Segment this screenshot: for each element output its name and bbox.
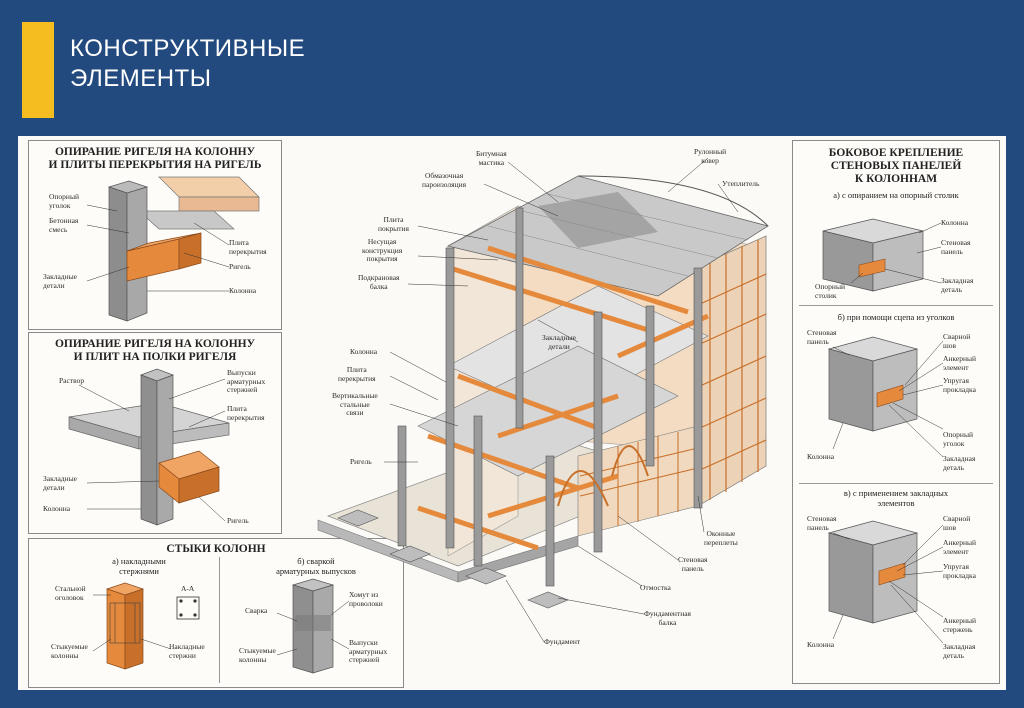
panel-crossbar-shelf-support: ОПИРАНИЕ РИГЕЛЯ НА КОЛОННУ И ПЛИТ НА ПОЛ… (28, 332, 282, 534)
panel-3-divider (219, 557, 220, 683)
panel-4-divider-1 (799, 305, 993, 306)
label-rebar-outlets: Выпуски арматурных стержней (227, 368, 266, 394)
panel-3-subtitle-a: а) накладными стержнями (112, 556, 166, 576)
label-concrete-mix: Бетонная смесь (49, 216, 79, 234)
label-crossbar: Ригель (229, 262, 251, 271)
label-column-2: Колонна (43, 504, 71, 513)
label-floor-slab-2: Плита перекрытия (227, 404, 265, 422)
panel-crossbar-support: ОПИРАНИЕ РИГЕЛЯ НА КОЛОННУ И ПЛИТЫ ПЕРЕК… (28, 140, 282, 330)
panel-2-title-line-1: ОПИРАНИЕ РИГЕЛЯ НА КОЛОННУ (54, 338, 256, 350)
label-crane-beam: Подкрановая балка (358, 273, 400, 291)
label-c-elastic-gasket: Упругая прокладка (943, 562, 976, 580)
label-support-angle: Опорный уголок (49, 192, 79, 210)
title-line-1: КОНСТРУКТИВНЫЕ (70, 35, 306, 62)
label-wire-clamp: Хомут из проволоки (349, 590, 383, 608)
label-embedded-parts: Закладные детали (43, 272, 77, 290)
label-b-anchor-element: Анкерный элемент (943, 354, 977, 372)
panel-1-illustration (86, 176, 260, 322)
label-blind-area: Отмостка (640, 583, 671, 592)
label-coating-vapor: Обмазочная пароизоляция (422, 171, 467, 189)
title-line-2: ЭЛЕМЕНТЫ (70, 65, 212, 92)
label-joined-columns-b: Стыкуемые колонны (239, 646, 276, 664)
label-roof-structure: Несущая конструкция покрытия (362, 237, 403, 263)
panel-2-title: ОПИРАНИЕ РИГЕЛЯ НА КОЛОННУ И ПЛИТ НА ПОЛ… (29, 338, 281, 364)
label-c-embedded-part: Закладная деталь (943, 642, 976, 660)
label-c-anchor-element: Анкерный элемент (943, 538, 977, 556)
label-mortar: Раствор (59, 376, 85, 385)
label-steel-bracing: Вертикальные стальные связи (332, 391, 378, 417)
panel-4-subtitle-b: б) при помощи сцепа из уголков (837, 312, 955, 322)
main-building-illustration (317, 157, 769, 643)
label-c-wall-panel: Стеновая панель (807, 514, 837, 532)
panel-4-subtitle-c: в) с применением закладных элементов (843, 488, 949, 508)
label-c-anchor-rod: Анкерный стержень (943, 616, 977, 634)
label-column: Колонна (229, 286, 257, 295)
label-main-column: Колонна (350, 347, 378, 356)
panel-2-title-line-2: И ПЛИТ НА ПОЛКИ РИГЕЛЯ (73, 351, 237, 363)
label-b-wall-panel: Стеновая панель (807, 328, 837, 346)
label-joined-columns-a: Стыкуемые колонны (51, 642, 88, 660)
label-a-column: Колонна (941, 218, 969, 227)
label-floor-slab: Плита перекрытия (229, 238, 267, 256)
panel-column-joints: СТЫКИ КОЛОНН а) накладными стержнями б) … (28, 538, 404, 688)
label-rolled-carpet: Рулонный ковер (694, 147, 727, 165)
label-main-wall-panel: Стеновая панель (678, 555, 708, 573)
label-main-crossbar: Ригель (350, 457, 372, 466)
label-steel-cap: Стальной оголовок (55, 584, 86, 602)
label-b-elastic-gasket: Упругая прокладка (943, 376, 976, 394)
label-a-wall-panel: Стеновая панель (941, 238, 971, 256)
poster-image: ОПИРАНИЕ РИГЕЛЯ НА КОЛОННУ И ПЛИТЫ ПЕРЕК… (18, 136, 1006, 690)
label-bitumen-mastic: Битумная мастика (476, 149, 507, 167)
panel-4-title-line-2: СТЕНОВЫХ ПАНЕЛЕЙ (830, 160, 962, 172)
label-main-embedded-parts: Закладные детали (542, 333, 576, 351)
panel-3-illustration (92, 578, 350, 674)
panel-1-title-line-2: И ПЛИТЫ ПЕРЕКРЫТИЯ НА РИГЕЛЬ (48, 159, 262, 171)
panel-1-title: ОПИРАНИЕ РИГЕЛЯ НА КОЛОННУ И ПЛИТЫ ПЕРЕК… (29, 146, 281, 172)
label-main-floor-slab: Плита перекрытия (338, 365, 376, 383)
label-insulation: Утеплитель (722, 179, 760, 188)
panel-1-title-line-1: ОПИРАНИЕ РИГЕЛЯ НА КОЛОННУ (54, 146, 256, 158)
label-rebar-outlets-b: Выпуски арматурных стержней (349, 638, 388, 664)
panel-4-illustration (822, 218, 944, 644)
panel-wall-panel-fixing: БОКОВОЕ КРЕПЛЕНИЕ СТЕНОВЫХ ПАНЕЛЕЙ К КОЛ… (792, 140, 1000, 684)
panel-4-title-line-1: БОКОВОЕ КРЕПЛЕНИЕ (828, 147, 964, 159)
label-b-weld-seam: Сварной шов (943, 332, 971, 350)
label-c-column: Колонна (807, 640, 835, 649)
label-welding: Сварка (245, 606, 268, 615)
panel-4-title-line-3: К КОЛОННАМ (854, 173, 938, 185)
label-foundation-beam: Фундаментная балка (644, 609, 691, 627)
label-a-support-table: Опорный столик (815, 282, 845, 300)
panel-4-title: БОКОВОЕ КРЕПЛЕНИЕ СТЕНОВЫХ ПАНЕЛЕЙ К КОЛ… (793, 147, 999, 186)
label-b-embedded-part: Закладная деталь (943, 454, 976, 472)
panel-4-divider-2 (799, 483, 993, 484)
label-b-column: Колонна (807, 452, 835, 461)
panel-4-subtitle-a: а) с опиранием на опорный столик (833, 190, 959, 200)
label-section-aa: А-А (181, 584, 195, 593)
panel-3-title: СТЫКИ КОЛОНН (166, 543, 266, 555)
label-crossbar-2: Ригель (227, 516, 249, 525)
label-b-support-angle: Опорный уголок (943, 430, 973, 448)
label-foundation: Фундамент (544, 637, 581, 646)
panel-2-illustration (68, 368, 230, 526)
label-window-frames: Оконные переплеты (704, 529, 738, 547)
panel-3-subtitle-b: б) сваркой арматурных выпусков (276, 556, 356, 576)
label-c-weld-seam: Сварной шов (943, 514, 971, 532)
label-roof-slab: Плита покрытия (378, 215, 409, 233)
label-embedded-parts-2: Закладные детали (43, 474, 77, 492)
slide-title: КОНСТРУКТИВНЫЕ ЭЛЕМЕНТЫ (70, 34, 305, 94)
label-overlay-bars: Накладные стержни (169, 642, 205, 660)
accent-bar (22, 22, 54, 118)
label-a-embedded-part: Закладная деталь (941, 276, 974, 294)
